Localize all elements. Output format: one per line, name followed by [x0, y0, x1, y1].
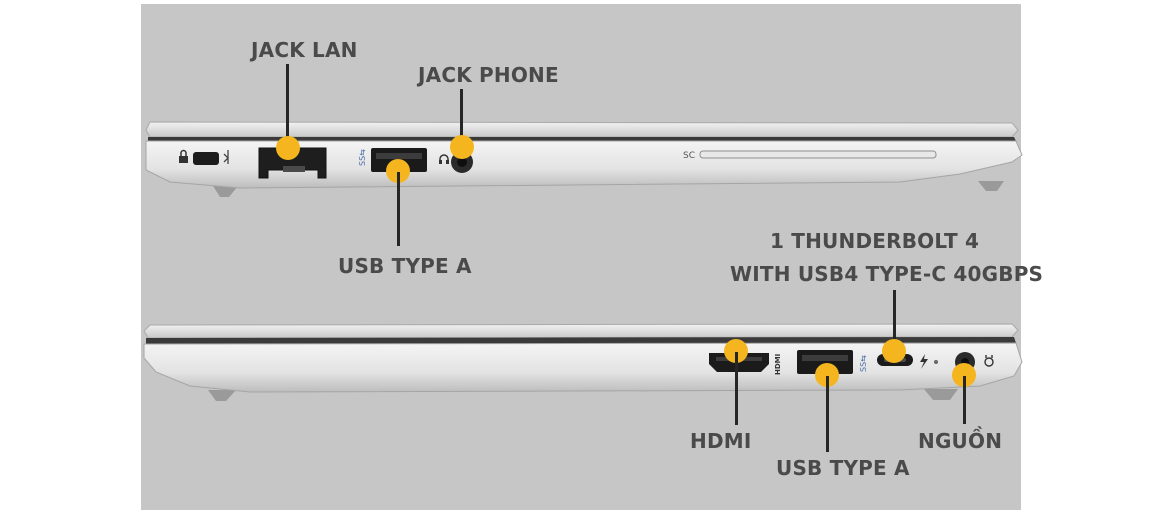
- label-usb-type-a-left: USB TYPE A: [338, 254, 472, 278]
- security-lock-slot: [193, 152, 219, 165]
- charge-indicator-led: [934, 360, 938, 364]
- callout-line: [735, 352, 738, 425]
- label-hdmi: HDMI: [690, 429, 752, 453]
- laptop-right-side: HDMI SS⇆: [143, 323, 1023, 401]
- label-jack-lan: JACK LAN: [251, 38, 358, 62]
- hdmi-logo: HDMI: [774, 354, 782, 375]
- callout-line: [893, 290, 896, 351]
- smart-card-label: SC: [683, 151, 695, 161]
- network-icon: [223, 150, 229, 164]
- label-jack-phone: JACK PHONE: [418, 63, 559, 87]
- svg-text:SS⇆: SS⇆: [358, 149, 367, 166]
- callout-dot: [450, 135, 474, 159]
- label-nguon: NGUỒN: [918, 429, 1003, 453]
- thunderbolt-icon: [920, 354, 928, 369]
- callout-line: [460, 89, 463, 147]
- callout-line: [397, 172, 400, 246]
- label-usb-type-a-right: USB TYPE A: [776, 456, 910, 480]
- callout-dot: [882, 339, 906, 363]
- callout-line: [826, 376, 829, 452]
- laptop-left-side: SS⇆ SC: [145, 121, 1023, 197]
- callout-line: [286, 64, 289, 148]
- lan-port: [258, 147, 327, 179]
- svg-text:SS⇆: SS⇆: [859, 355, 868, 372]
- usb-ss-icon-right: SS⇆: [859, 355, 868, 372]
- usb-ss-icon: SS⇆: [358, 149, 367, 166]
- label-thunderbolt-line2: WITH USB4 TYPE-C 40GBPS: [730, 262, 1044, 286]
- callout-dot: [276, 136, 300, 160]
- label-thunderbolt-line1: 1 THUNDERBOLT 4: [770, 229, 980, 253]
- smart-card-slot: [699, 150, 937, 159]
- callout-line: [963, 376, 966, 424]
- lock-icon: [179, 149, 188, 163]
- headphone-icon: [439, 154, 449, 164]
- power-icon: [984, 355, 994, 367]
